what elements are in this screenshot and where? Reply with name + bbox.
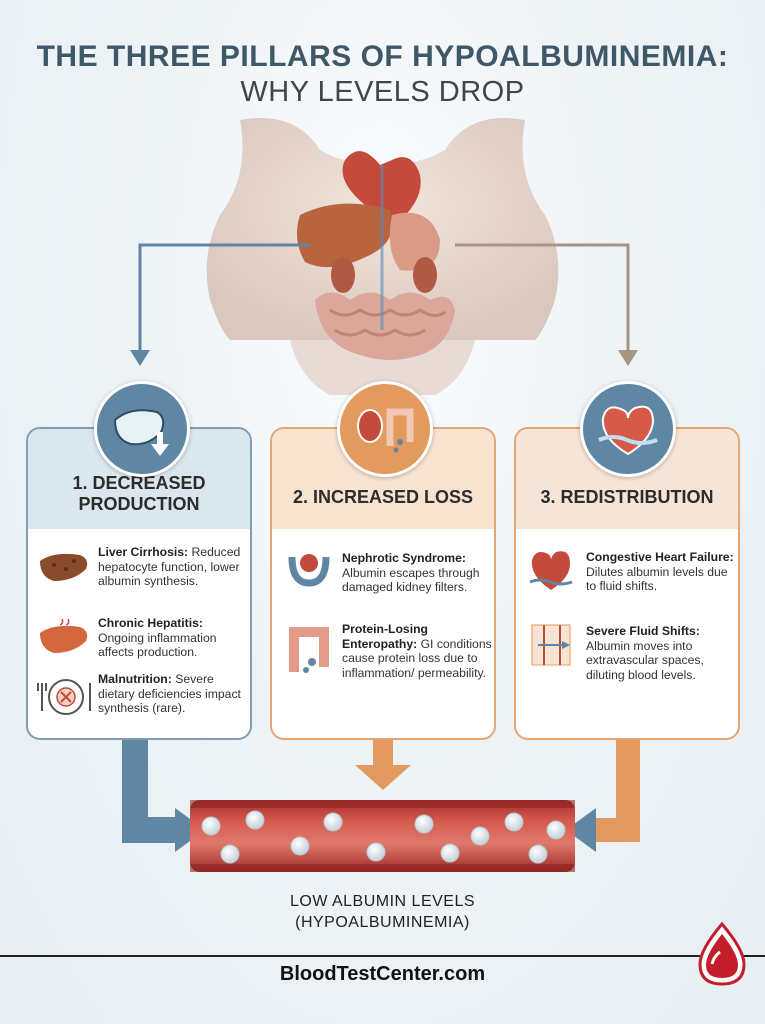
list-item: Malnutrition: Severe dietary deficiencie… xyxy=(98,672,241,715)
list-item: Protein-Losing Enteropathy: GI condition… xyxy=(342,622,492,680)
heart-fluid-icon xyxy=(580,381,676,477)
blood-vessel xyxy=(190,800,575,872)
pillar-card-loss: 2. INCREASED LOSS Nephrotic Syndrome: Al… xyxy=(270,427,496,740)
result-label: LOW ALBUMIN LEVELS xyxy=(289,893,476,910)
list-item: Severe Fluid Shifts: Albumin moves into … xyxy=(586,624,704,682)
liver-down-icon xyxy=(94,381,190,477)
inflamed-liver-icon xyxy=(40,618,88,653)
list-item: Congestive Heart Failure: Dilutes albumi… xyxy=(586,550,734,593)
vessel-leak-icon xyxy=(531,624,571,666)
heart-icon xyxy=(529,551,573,590)
pillar-card-redistribution: 3. REDISTRIBUTION Congestive Heart Failu… xyxy=(514,427,740,740)
blood-drop-icon xyxy=(698,921,746,986)
result-sublabel: (HYPOALBUMINEMIA) xyxy=(295,914,470,931)
page-title: THE THREE PILLARS OF HYPOALBUMINEMIA: xyxy=(36,40,729,73)
torso-illustration xyxy=(206,118,559,395)
pillar-card-production: 1. DECREASED PRODUCTION Liver Cirrhosis:… xyxy=(26,427,252,740)
list-item: Chronic Hepatitis: Ongoing inflammation … xyxy=(98,616,217,659)
kidney-intestine-icon xyxy=(337,381,433,477)
glomerulus-icon xyxy=(288,554,330,587)
page-subtitle: WHY LEVELS DROP xyxy=(240,76,525,108)
cirrhotic-liver-icon xyxy=(40,553,88,581)
footer-divider xyxy=(0,955,765,957)
list-item: Liver Cirrhosis: Reduced hepatocyte func… xyxy=(98,545,241,588)
footer-site: BloodTestCenter.com xyxy=(279,963,486,985)
list-item: Nephrotic Syndrome: Albumin escapes thro… xyxy=(342,551,480,594)
empty-plate-icon xyxy=(37,679,91,715)
colon-icon xyxy=(289,627,329,673)
